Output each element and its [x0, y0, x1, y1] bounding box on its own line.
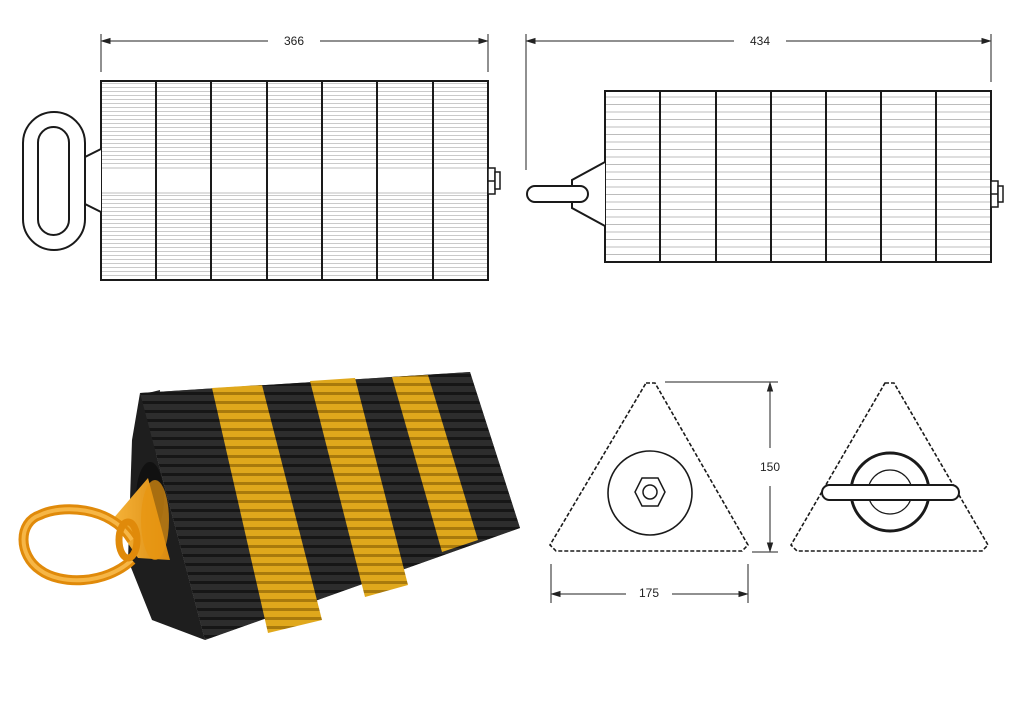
end-view-right: [789, 382, 990, 552]
dimension-150: [665, 381, 778, 553]
top-view-right: [525, 34, 1004, 263]
render-3d: [18, 372, 520, 640]
dimension-366: [100, 34, 489, 72]
bolt-icon: [990, 180, 1004, 208]
dimension-label-150: 150: [756, 460, 784, 474]
oval-handle-icon: [22, 111, 102, 251]
ring-handle-icon: [18, 504, 141, 586]
dimension-label-175: 175: [635, 586, 663, 600]
bar-handle-icon: [526, 161, 606, 227]
top-view-left: [22, 34, 501, 281]
dimension-175: [550, 564, 749, 603]
dimension-label-366: 366: [280, 34, 308, 48]
dimension-label-434: 434: [746, 34, 774, 48]
bolt-icon: [487, 167, 501, 195]
end-view-left: [548, 381, 778, 603]
dimension-434: [525, 34, 992, 170]
